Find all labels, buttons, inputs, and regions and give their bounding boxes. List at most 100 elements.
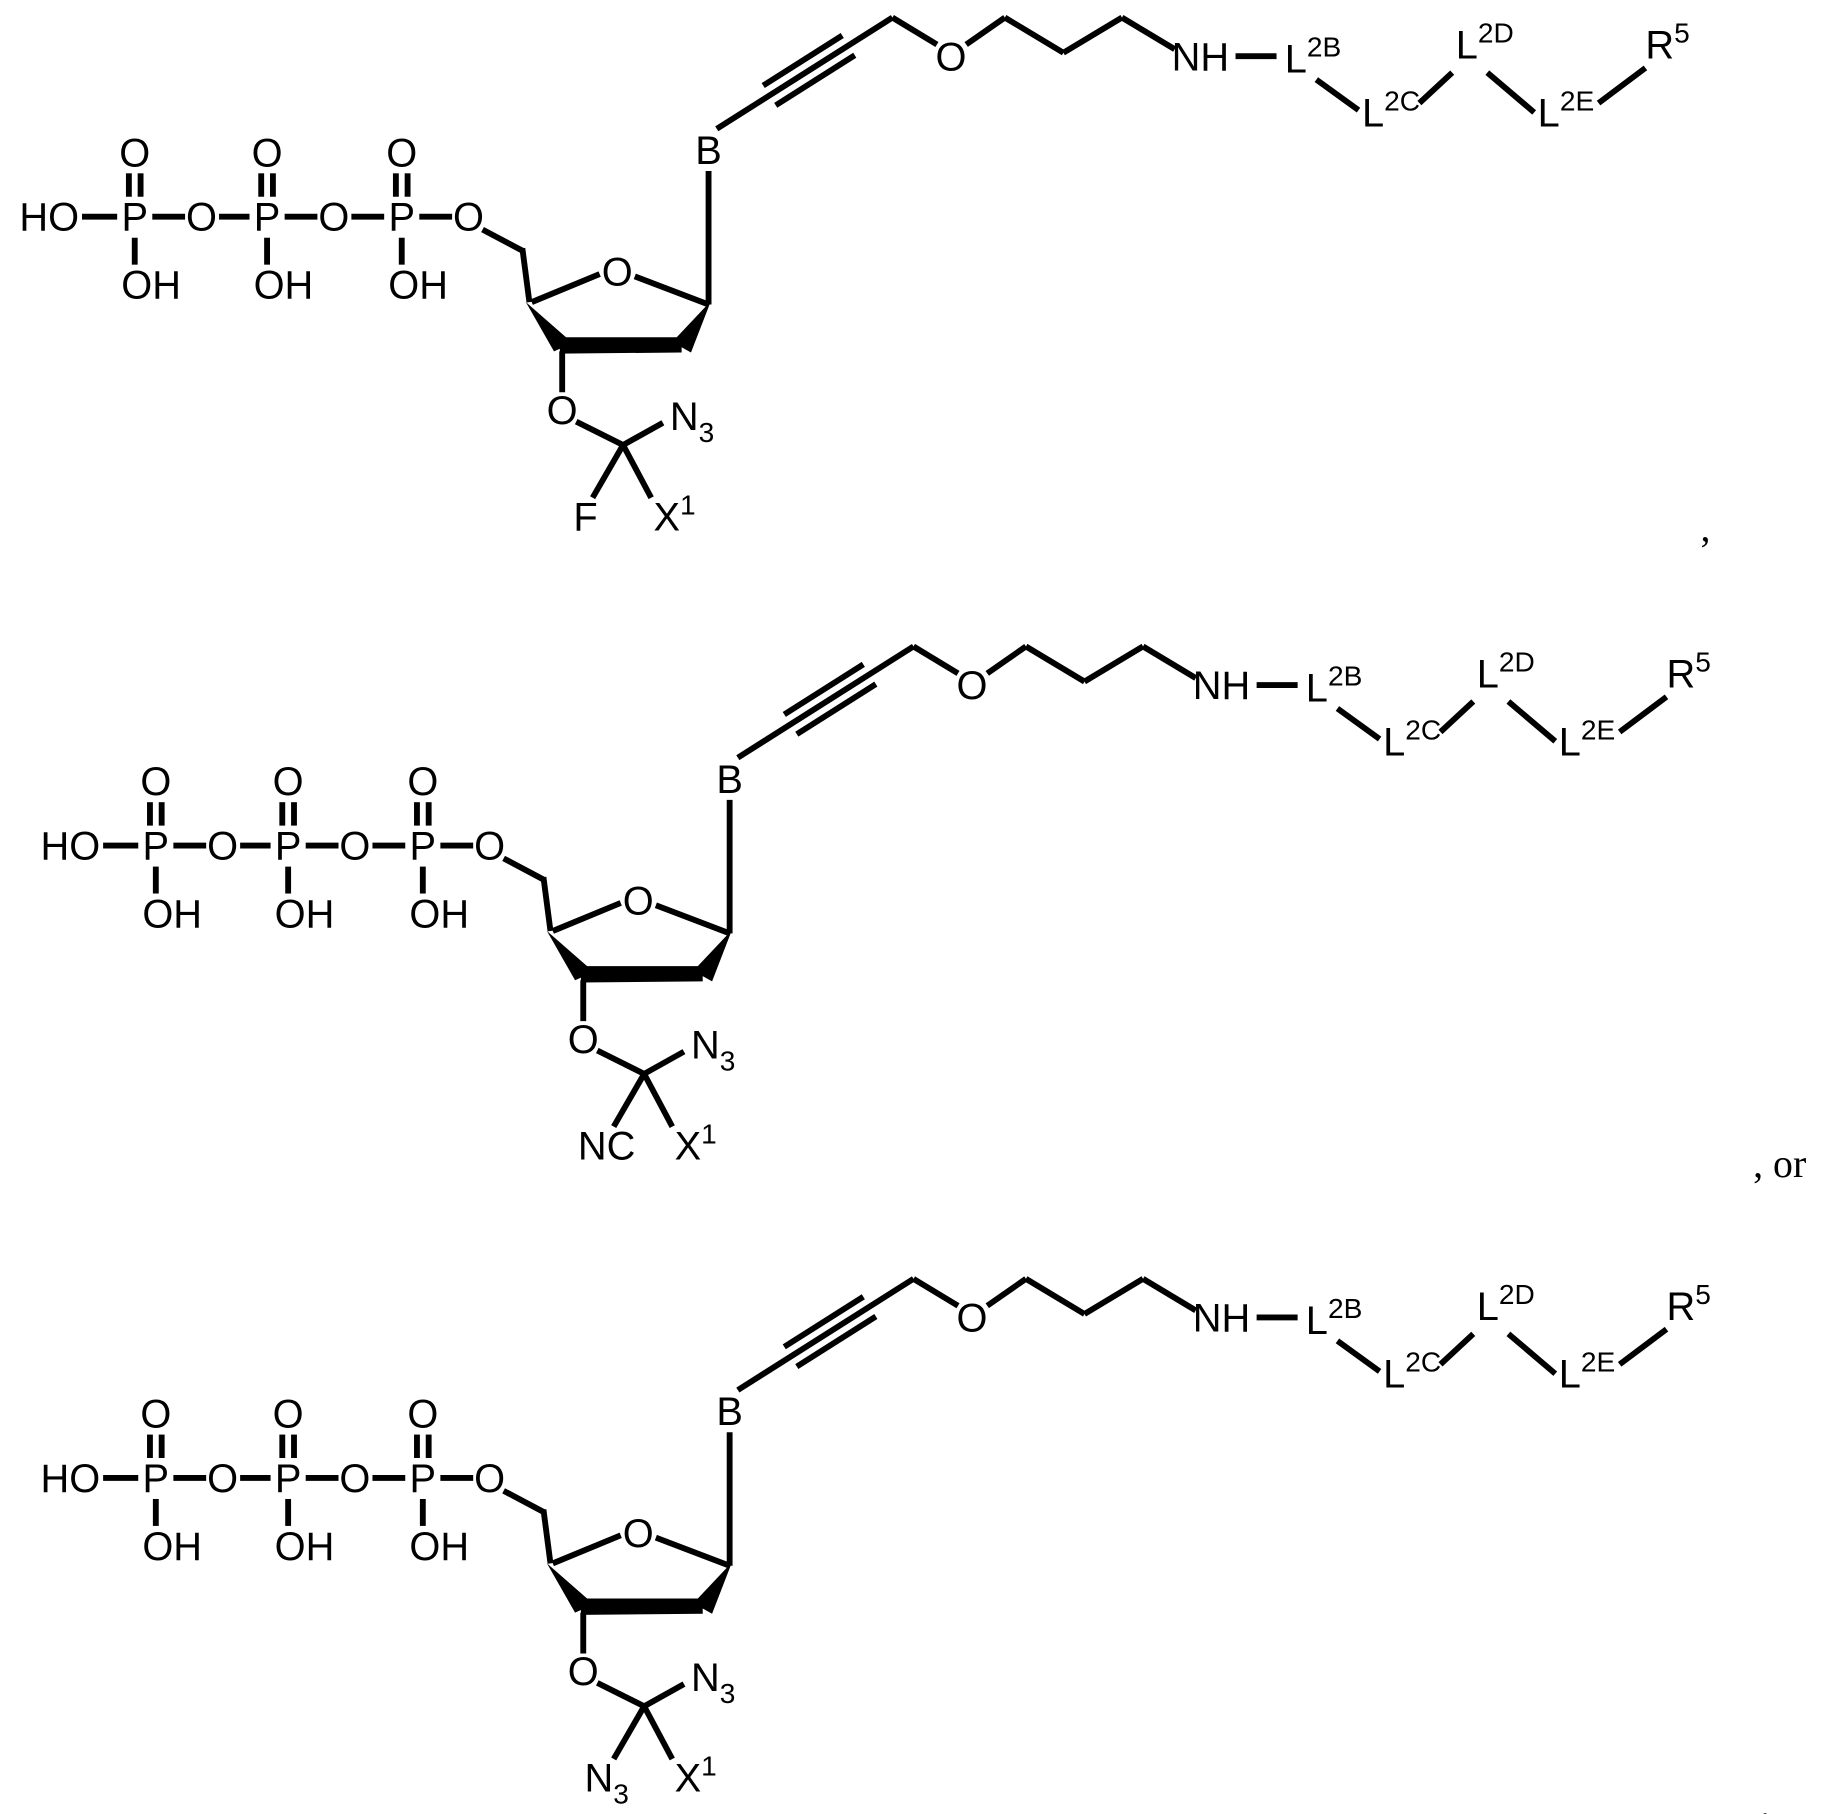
l2c-label-part: 2C [1384, 85, 1420, 116]
l2d-label: L2D [1477, 1278, 1535, 1328]
hydroxyl-label: OH [142, 892, 202, 936]
bridging-oxygen-label-part: O [186, 196, 217, 240]
r5-label-part: 5 [1674, 17, 1690, 48]
phosphorus-label-part: P [410, 825, 437, 869]
separator: , [1700, 506, 1710, 550]
base-label-part: B [716, 1390, 743, 1434]
oxygen-label-part: O [547, 389, 578, 433]
hydroxyl-label-part: OH [121, 264, 181, 308]
amine-label-part: NH [1172, 35, 1229, 79]
phosphorus-label-part: P [143, 1457, 170, 1501]
separator: . [1760, 1783, 1770, 1814]
hydroxyl-label-part: HO [40, 825, 100, 869]
bridging-oxygen-label-part: O [339, 1457, 370, 1501]
r5-label: R5 [1667, 646, 1711, 696]
bond [576, 422, 623, 445]
hydroxyl-label-part: OH [142, 1525, 202, 1569]
base-label: B [716, 1390, 743, 1434]
amine-label: NH [1193, 1297, 1250, 1341]
x1-label-part: 1 [680, 489, 696, 520]
bond [597, 1050, 644, 1073]
phosphorus-label: P [410, 1457, 437, 1501]
l2e-label-part: 2E [1581, 714, 1615, 745]
bridging-oxygen-label-part: O [207, 1457, 238, 1501]
r5-label: R5 [1667, 1278, 1711, 1328]
bond [1620, 697, 1667, 732]
phosphorus-label: P [410, 825, 437, 869]
substituent-label: N3 [584, 1757, 628, 1810]
hydroxyl-label: OH [388, 264, 448, 308]
r5-label-part: R [1667, 1285, 1696, 1329]
x1-label-part: X [675, 1757, 702, 1801]
bridging-oxygen-label: O [186, 196, 217, 240]
bond [892, 18, 937, 45]
oxygen-label: O [547, 389, 578, 433]
bond [797, 1317, 876, 1367]
amine-label-part: NH [1193, 1297, 1250, 1341]
x1-label-part: X [654, 495, 681, 539]
phosphorus-label-part: P [388, 196, 415, 240]
substituent-label-part: N [584, 1757, 613, 1801]
structure-1: HOPOOHPOOHPOOHOOOOBON3FX1ONHL2BL2CL2DL2E… [19, 17, 1689, 539]
structure-3: HOPOOHPOOHPOOHOOOOBON3N3X1ONHL2BL2CL2DL2… [40, 1278, 1710, 1809]
bond [623, 445, 651, 498]
oxo-label: O [252, 131, 283, 175]
r5-label: R5 [1645, 17, 1689, 67]
x1-label: X1 [654, 489, 696, 539]
bond [1599, 68, 1646, 103]
bond [784, 1297, 863, 1347]
bridging-oxygen-label: O [339, 825, 370, 869]
l2b-label: L2B [1285, 31, 1342, 81]
x1-label-part: X [675, 1124, 702, 1168]
bond [1084, 646, 1143, 681]
l2e-label-part: L [1559, 720, 1581, 764]
bridging-oxygen-label: O [474, 825, 505, 869]
bond [776, 55, 855, 105]
bond [1026, 646, 1085, 681]
bond [593, 445, 623, 498]
oxo-label: O [119, 131, 150, 175]
hydroxyl-label: OH [121, 264, 181, 308]
ether-oxygen-label: O [935, 35, 966, 79]
bridging-oxygen-label: O [207, 1457, 238, 1501]
phosphorus-label-part: P [275, 1457, 302, 1501]
base-label: B [695, 129, 722, 173]
l2d-label: L2D [1477, 646, 1535, 696]
bond [784, 664, 863, 714]
l2e-label-part: 2E [1560, 85, 1594, 116]
ether-oxygen-label-part: O [957, 1297, 988, 1341]
bond [1508, 1334, 1555, 1374]
azide-label-part: 3 [720, 1045, 736, 1076]
l2c-label-part: 2C [1405, 1346, 1441, 1377]
l2e-label: L2E [1538, 85, 1595, 135]
l2c-label: L2C [1362, 85, 1420, 135]
phosphorus-label: P [275, 1457, 302, 1501]
oxo-label: O [407, 760, 438, 804]
hydroxyl-label-part: HO [40, 1457, 100, 1501]
ether-oxygen-label-part: O [935, 35, 966, 79]
oxo-label: O [273, 1393, 304, 1437]
l2b-label-part: L [1306, 1299, 1328, 1343]
l2b-label-part: 2B [1328, 660, 1362, 691]
l2d-label-part: L [1477, 652, 1499, 696]
r5-label-part: 5 [1695, 1278, 1711, 1309]
bold-bond [560, 337, 682, 353]
oxo-label: O [407, 1393, 438, 1437]
bond [763, 35, 842, 85]
phosphorus-label: P [254, 196, 281, 240]
bond [1337, 1341, 1379, 1371]
separator: , or [1753, 1142, 1806, 1186]
hydroxyl-label-part: HO [19, 196, 79, 240]
hydroxyl-label-part: OH [409, 892, 469, 936]
ring-oxygen-label: O [602, 251, 633, 295]
bond [644, 1052, 684, 1074]
hydroxyl-label: OH [409, 892, 469, 936]
oxygen-label-part: O [568, 1650, 599, 1694]
base-label: B [716, 758, 743, 802]
oxygen-label-part: O [568, 1018, 599, 1062]
oxo-label: O [386, 131, 417, 175]
bond [1084, 1279, 1143, 1314]
l2b-label-part: 2B [1328, 1292, 1362, 1323]
bond [522, 248, 529, 302]
bond [1620, 1329, 1667, 1364]
